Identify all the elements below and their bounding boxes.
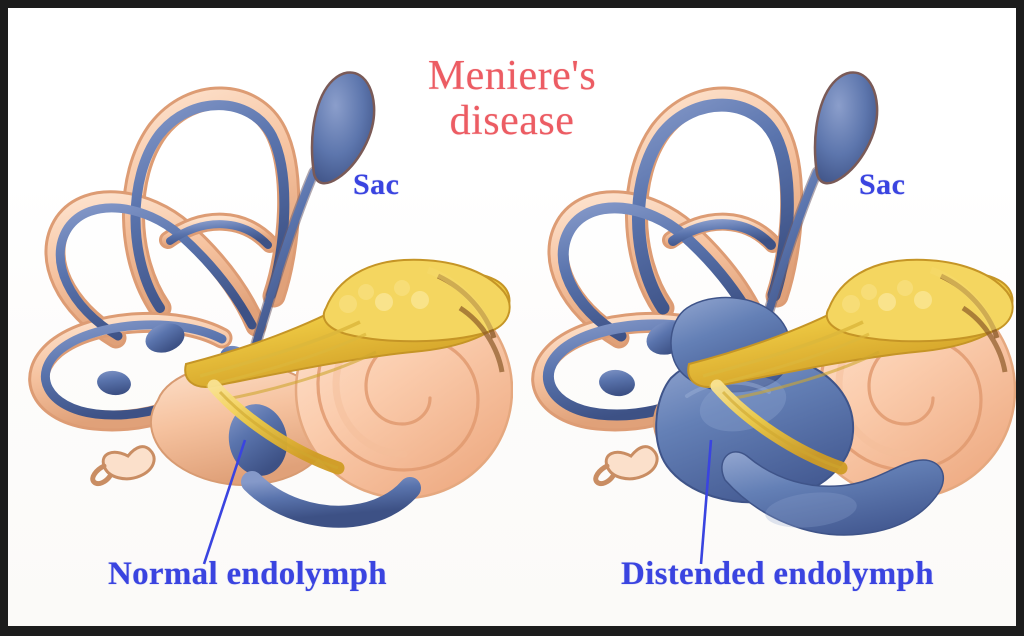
normal-ear-illustration <box>28 71 513 565</box>
illustration-canvas: Meniere's disease <box>8 8 1016 626</box>
sac-label: Sac <box>353 168 400 201</box>
ampulla <box>599 369 635 397</box>
endolymphatic-duct <box>252 168 318 348</box>
distended-endolymph-label: Distended endolymph <box>621 556 934 592</box>
diagram-meniere-ear: Sac Distended endolymph <box>511 8 1016 626</box>
leader-line-endolymph <box>699 439 713 565</box>
sac-label: Sac <box>859 168 906 201</box>
oval-window <box>90 445 156 487</box>
ampulla <box>97 370 131 396</box>
diagram-normal-ear: Sac Normal endolymph <box>8 8 513 626</box>
cochlear-duct <box>241 471 421 528</box>
leader-line-endolymph <box>202 439 247 565</box>
endolymphatic-sac-group <box>250 71 376 350</box>
vestibulocochlear-nerve <box>184 258 511 475</box>
meniere-ear-illustration <box>531 71 1016 565</box>
page-title: Meniere's disease <box>427 53 597 144</box>
normal-endolymph-label: Normal endolymph <box>108 556 387 592</box>
oval-window <box>593 445 659 487</box>
endolymphatic-sac <box>813 71 879 185</box>
endolymphatic-sac <box>310 71 376 185</box>
vestibulocochlear-nerve <box>687 258 1014 475</box>
ampulla <box>145 323 185 353</box>
